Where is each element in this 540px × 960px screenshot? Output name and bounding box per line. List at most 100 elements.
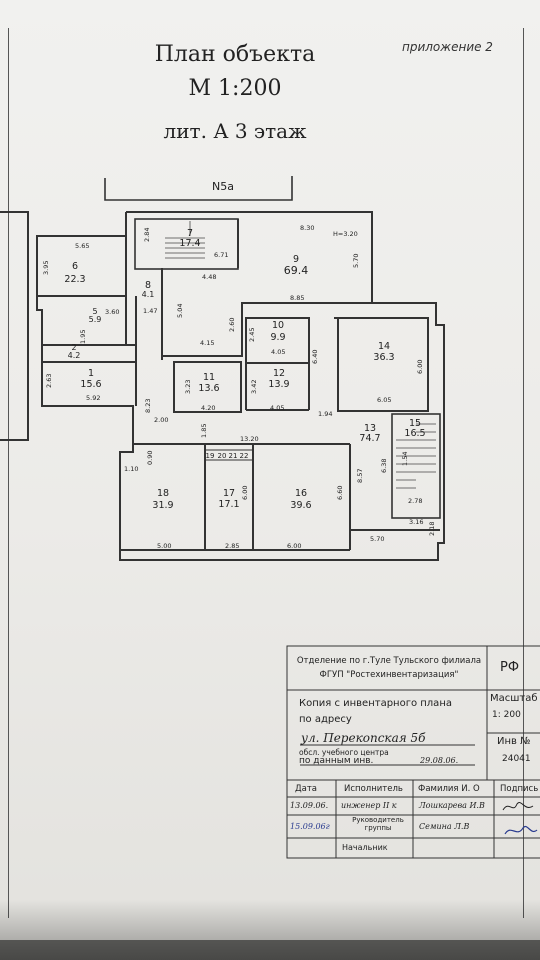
inv-label: Инв № xyxy=(497,736,531,747)
dim-label: 6.71 xyxy=(214,251,228,259)
dim-label: 3.60 xyxy=(105,308,119,316)
dim-label: 3.95 xyxy=(42,261,50,275)
dim-label: 1.10 xyxy=(124,465,138,473)
dim-label: 2.45 xyxy=(248,328,256,342)
appendix-label: приложение 2 xyxy=(402,40,493,54)
room-17-area: 17.1 xyxy=(218,499,239,510)
dim-label: 8.85 xyxy=(290,294,304,302)
dim-label: 3.42 xyxy=(250,380,258,394)
room-10-area: 9.9 xyxy=(270,332,285,343)
room-20-no: 20 xyxy=(218,452,227,460)
dim-label: 1.94 xyxy=(318,410,332,418)
dim-label: 2.00 xyxy=(154,416,168,424)
document-sheet xyxy=(0,0,540,940)
inv-date: 29.08.06. xyxy=(420,756,459,765)
dim-label: 5.70 xyxy=(370,535,384,543)
row2-date: 15.09.06г xyxy=(290,822,330,831)
dim-label: 6.05 xyxy=(377,396,391,404)
address-value: ул. Перекопская 5б xyxy=(301,731,426,745)
street-label: N5а xyxy=(212,180,234,193)
photo-shadow xyxy=(0,900,540,960)
dim-label: 4.05 xyxy=(270,404,284,412)
page-title: План объекта xyxy=(154,42,316,67)
room-16-no: 16 xyxy=(295,488,307,499)
dim-label: 1.85 xyxy=(200,424,208,438)
room-11-no: 11 xyxy=(203,372,215,383)
dim-label: 3.23 xyxy=(184,380,192,394)
page-border xyxy=(8,28,524,918)
dim-label: 2.63 xyxy=(45,374,53,388)
copy-line-2: по адресу xyxy=(299,714,352,725)
dim-label: 2.18 xyxy=(428,522,436,536)
room-9-area: 69.4 xyxy=(284,264,309,277)
room-16-area: 39.6 xyxy=(290,500,311,511)
room-7-no: 7 xyxy=(187,228,193,239)
room-13-area: 74.7 xyxy=(359,433,380,444)
dim-label: 2.78 xyxy=(408,497,422,505)
dim-label: 2.84 xyxy=(143,228,151,242)
dim-label: 5.70 xyxy=(352,254,360,268)
dim-label: 8.23 xyxy=(144,399,152,413)
room-18-area: 31.9 xyxy=(152,500,173,511)
dim-label: 3.16 xyxy=(409,518,423,526)
dim-label: 6.40 xyxy=(311,350,319,364)
dim-label: 6.38 xyxy=(380,459,388,473)
dim-label: 6.00 xyxy=(287,542,301,550)
room-19-no: 19 xyxy=(206,452,215,460)
room-15-area: 16.5 xyxy=(404,428,425,439)
org-line-1: Отделение по г.Туле Тульского филиала xyxy=(296,656,482,666)
row2-role: Руководитель группы xyxy=(352,816,404,832)
dim-label: 5.00 xyxy=(157,542,171,550)
signature-mark xyxy=(502,802,538,835)
org-line-2: ФГУП "Ростехинвентаризация" xyxy=(319,670,459,680)
dim-label: 4.15 xyxy=(200,339,214,347)
dim-label: 4.05 xyxy=(271,348,285,356)
room-12-area: 13.9 xyxy=(268,379,289,390)
dim-label: 4.48 xyxy=(202,273,216,281)
dim-label: 5.92 xyxy=(86,394,100,402)
row3-role: Начальник xyxy=(342,843,388,852)
room-18-no: 18 xyxy=(157,488,169,499)
room-14-area: 36.3 xyxy=(373,352,394,363)
room-2-area: 4.2 xyxy=(68,351,81,360)
dim-label: 2.60 xyxy=(228,318,236,332)
scale-caption: М 1:200 xyxy=(188,76,282,101)
dim-label: 2.85 xyxy=(225,542,239,550)
dim-label: H=3.20 xyxy=(333,230,358,238)
room-1-no: 1 xyxy=(88,368,94,379)
col-sign: Подпись xyxy=(500,784,539,794)
dim-label: 6.60 xyxy=(336,486,344,500)
room-5-no: 5 xyxy=(92,307,97,316)
country-label: РФ xyxy=(500,660,520,675)
inv-value: 24041 xyxy=(502,754,531,764)
dim-label: 6.00 xyxy=(241,486,249,500)
dim-label: 5.65 xyxy=(75,242,89,250)
col-executor: Исполнитель xyxy=(344,784,403,794)
room-6-no: 6 xyxy=(72,261,78,272)
room-8-area: 4.1 xyxy=(142,290,155,299)
dim-label: 1.54 xyxy=(401,452,409,466)
title-block: Отделение по г.Туле Тульского филиала ФГ… xyxy=(287,646,540,858)
room-21-no: 21 xyxy=(229,452,238,460)
floor-caption: лит. А 3 этаж xyxy=(163,119,307,143)
room-13-no: 13 xyxy=(364,423,376,434)
room-5-area: 5.9 xyxy=(89,315,102,324)
scale-value: 1: 200 xyxy=(492,710,521,720)
room-1-area: 15.6 xyxy=(80,379,101,390)
dim-label: 4.20 xyxy=(201,404,215,412)
room-15-no: 15 xyxy=(409,418,421,429)
dim-label: 8.57 xyxy=(356,469,364,483)
row1-name: Лошкарева И.В xyxy=(419,801,485,810)
room-7-area: 17.4 xyxy=(179,238,200,249)
dim-label: 8.30 xyxy=(300,224,314,232)
col-name: Фамилия И. О xyxy=(418,784,480,794)
row2-name: Семина Л.В xyxy=(419,822,470,831)
dim-label: 1.95 xyxy=(79,330,87,344)
dim-label: 6.00 xyxy=(416,360,424,374)
scale-label: Масштаб xyxy=(490,693,538,704)
dim-label: 0.90 xyxy=(146,451,154,465)
room-10-no: 10 xyxy=(272,320,284,331)
room-14-no: 14 xyxy=(378,341,390,352)
